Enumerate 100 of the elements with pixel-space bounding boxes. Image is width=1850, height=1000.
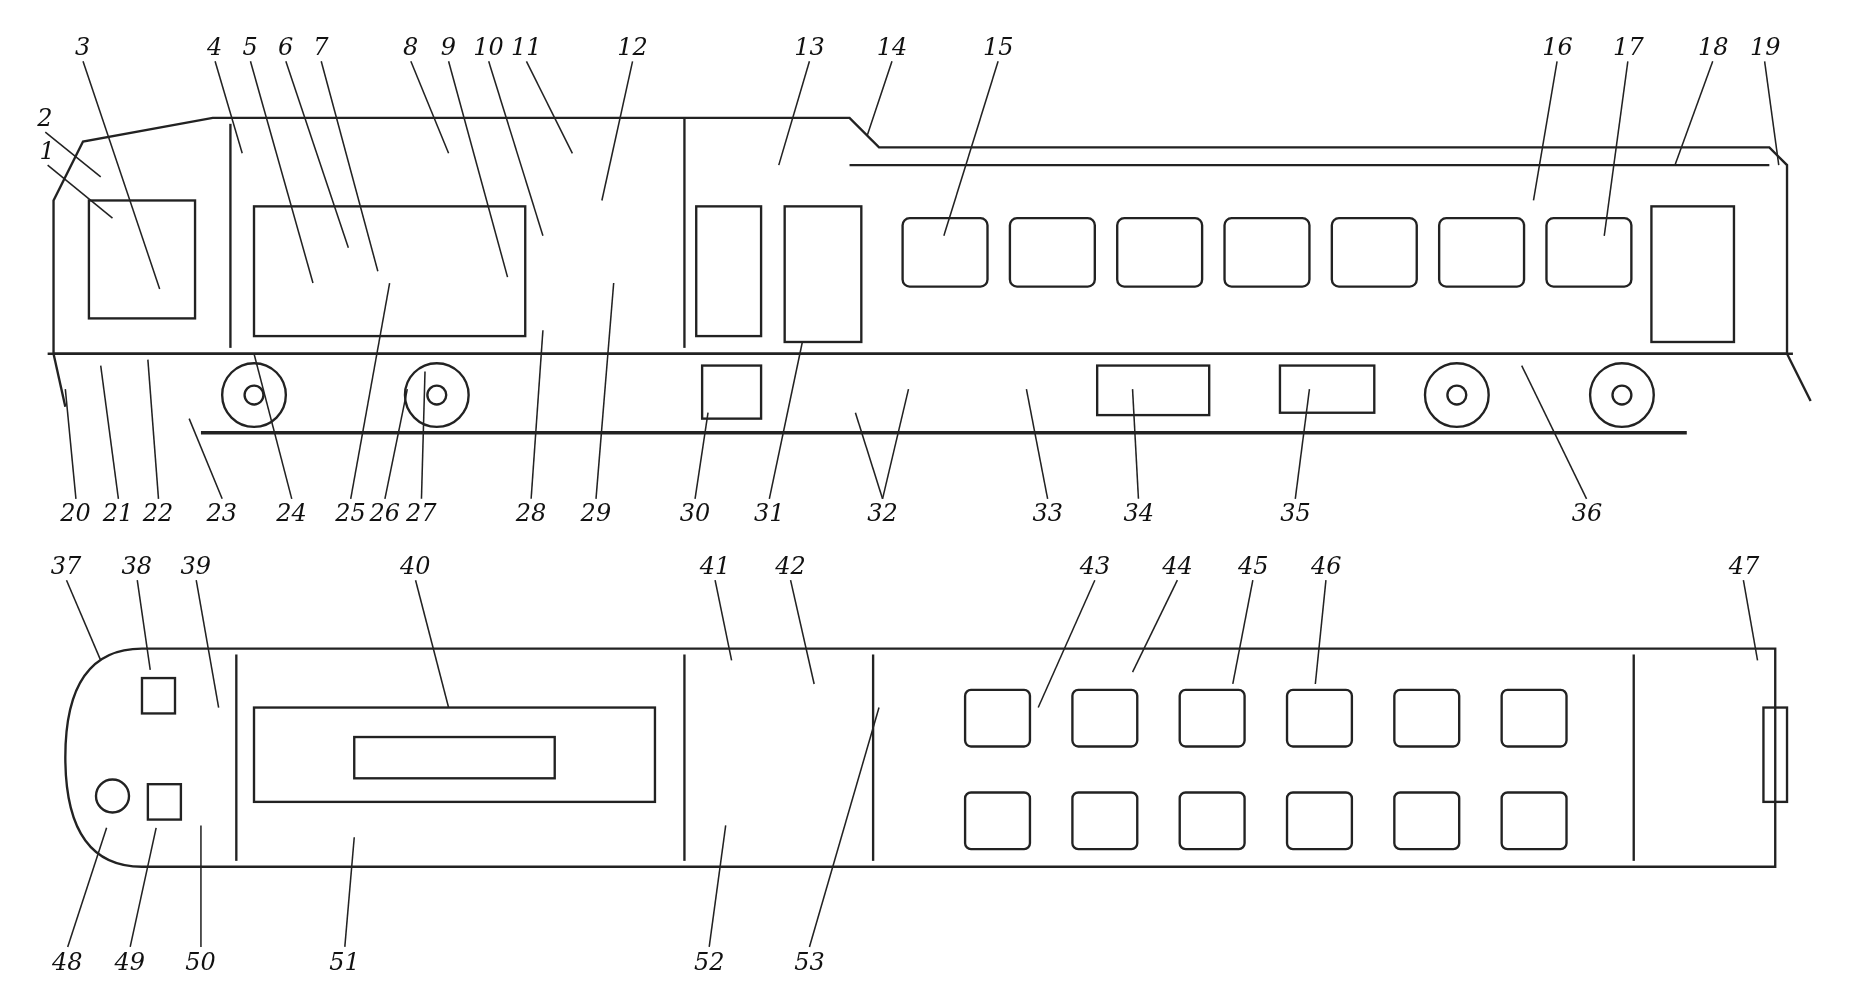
callout-number: 23 (204, 499, 240, 528)
leader-line (253, 353, 293, 500)
callout-number: 51 (327, 947, 362, 976)
callout-number: 29 (578, 499, 614, 528)
callout-number: 52 (691, 947, 727, 976)
callout-number: 22 (140, 499, 176, 528)
leader-line (64, 388, 77, 500)
callout-number: 16 (1540, 33, 1575, 62)
callout-number: 5 (240, 33, 260, 62)
callout-number: 1 (37, 137, 57, 166)
callout-number: 21 (100, 499, 136, 528)
callout-number: 6 (275, 33, 296, 62)
leader-line (768, 341, 804, 500)
callout-number: 38 (119, 552, 155, 581)
callout-number: 13 (792, 33, 827, 62)
callout-number: 50 (183, 947, 218, 976)
callout-number: 49 (112, 947, 148, 976)
callout-number: 44 (1160, 552, 1195, 581)
callout-number: 8 (401, 33, 421, 62)
callout-number: 10 (471, 33, 506, 62)
leader-line (778, 60, 811, 166)
leader-line (285, 60, 350, 249)
leader-line (410, 60, 450, 155)
callout-number: 9 (438, 33, 459, 62)
callout-number: 19 (1748, 33, 1783, 62)
leader-line (694, 411, 709, 500)
callout-number: 14 (874, 33, 910, 62)
callout-number: 34 (1121, 499, 1156, 528)
leader-line (249, 60, 314, 284)
leader-line (147, 358, 160, 500)
callout-number: 12 (615, 33, 650, 62)
callout-number: 11 (509, 33, 544, 62)
leader-line (414, 579, 450, 709)
leader-line (46, 164, 114, 219)
leader-line (881, 388, 910, 500)
callout-number: 36 (1569, 499, 1605, 528)
callout-number: 15 (981, 33, 1016, 62)
leader-line (1674, 60, 1714, 166)
callout-number: 40 (398, 552, 433, 581)
callout-number: 31 (752, 499, 787, 528)
callout-number: 3 (72, 33, 93, 62)
leader-line (129, 827, 157, 948)
leader-line (1532, 60, 1558, 202)
callout-number: 18 (1696, 33, 1731, 62)
leader-line (1025, 388, 1049, 500)
callout-number: 39 (178, 552, 214, 581)
leader-line (1294, 388, 1311, 500)
leader-line (714, 579, 733, 662)
callout-number: 25 (333, 499, 368, 528)
callout-number: 47 (1726, 552, 1762, 581)
callout-number: 27 (404, 499, 439, 528)
leader-line (447, 60, 509, 278)
leader-line (1763, 60, 1780, 166)
callout-number: 20 (58, 499, 93, 528)
leader-line (1603, 60, 1629, 237)
callout-number: 43 (1077, 552, 1113, 581)
leader-line (1314, 579, 1327, 685)
leader-line (99, 364, 120, 500)
callout-number: 48 (50, 947, 85, 976)
callout-number: 37 (48, 552, 84, 581)
leader-line (66, 827, 108, 948)
callout-number: 4 (205, 33, 225, 62)
leader-line (789, 579, 815, 685)
leader-line (943, 60, 999, 237)
leader-line (1037, 579, 1096, 709)
leader-line (1232, 579, 1254, 685)
callout-number: 7 (311, 33, 331, 62)
callout-number: 35 (1278, 499, 1313, 528)
leader-line (808, 706, 880, 948)
callout-number: 24 (274, 499, 309, 528)
callout-number: 41 (697, 552, 733, 581)
leader-line (384, 388, 409, 500)
leader-line (320, 60, 379, 272)
leader-line (65, 579, 102, 662)
leader-line (214, 60, 243, 155)
callout-number: 46 (1309, 552, 1344, 581)
leader-line (1742, 579, 1759, 662)
callout-number: 26 (367, 499, 402, 528)
leader-line (1131, 388, 1140, 500)
leader-line (44, 131, 102, 178)
leader-line (854, 411, 884, 500)
callout-number: 2 (35, 104, 55, 132)
leader-line (1520, 364, 1588, 500)
leader-line (188, 417, 223, 500)
leader-line (530, 329, 544, 500)
leader-line (866, 60, 893, 137)
callout-number: 53 (792, 947, 827, 976)
callout-number: 45 (1235, 552, 1271, 581)
callout-number: 28 (513, 499, 549, 528)
leader-line (349, 282, 391, 500)
callout-number: 42 (773, 552, 808, 581)
callout-number: 30 (677, 499, 713, 528)
callout-number: 33 (1030, 499, 1066, 528)
leader-line (1131, 579, 1179, 673)
leader-line (525, 60, 574, 155)
callout-number: 17 (1611, 33, 1646, 62)
leader-line (195, 579, 220, 709)
leader-line (82, 60, 161, 290)
leader-line (136, 579, 151, 671)
leader-line (601, 60, 634, 202)
